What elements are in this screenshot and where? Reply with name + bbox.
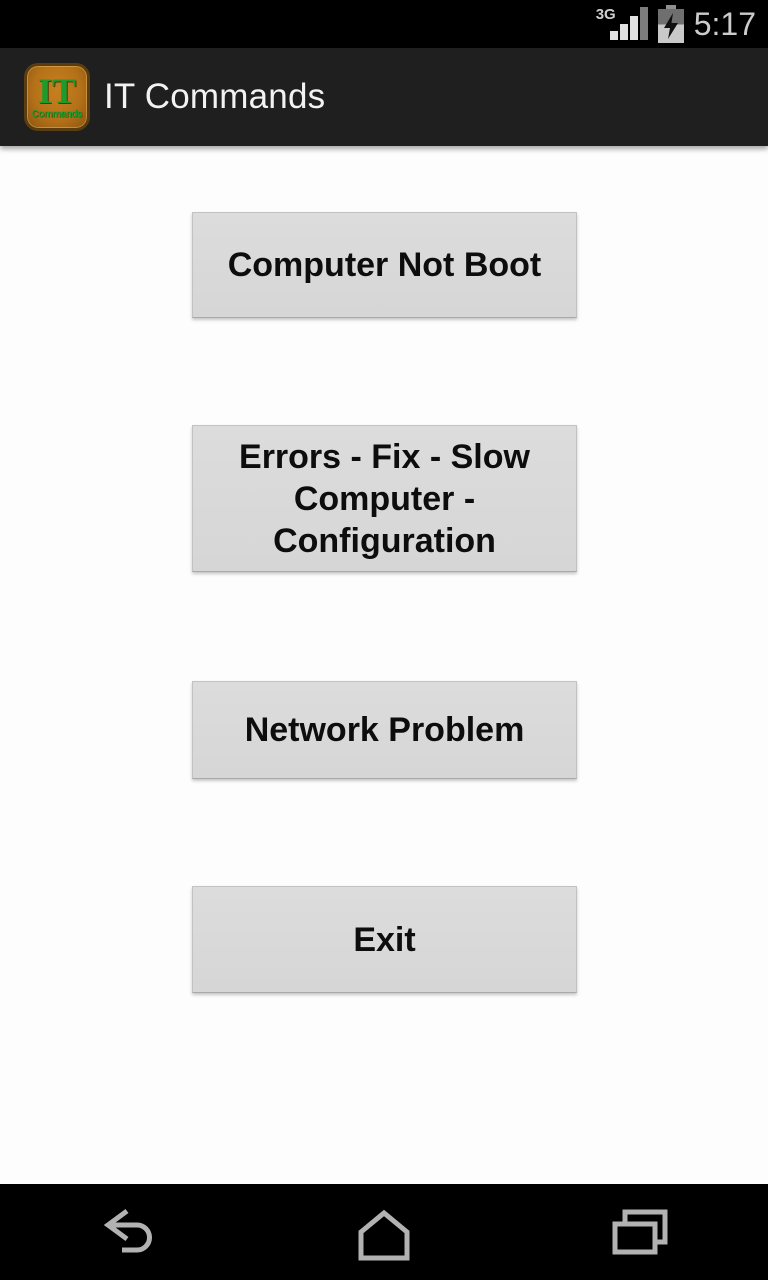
signal-bars-icon	[609, 7, 648, 40]
errors-fix-slow-computer-configuration-button[interactable]: Errors - Fix - Slow Computer - Configura…	[192, 425, 577, 572]
recent-apps-icon	[612, 1209, 668, 1255]
back-button[interactable]	[0, 1184, 256, 1280]
network-type-label: 3G	[595, 6, 616, 23]
signal-strength-icon: 3G	[596, 4, 648, 44]
back-arrow-icon	[103, 1208, 152, 1253]
app-logo-icon: IT Commands	[24, 63, 90, 131]
exit-button[interactable]: Exit	[192, 886, 577, 993]
clock-time: 5:17	[693, 6, 756, 42]
app-logo-text-it: IT	[37, 71, 77, 111]
computer-not-boot-button[interactable]: Computer Not Boot	[192, 212, 577, 318]
home-button[interactable]	[256, 1184, 512, 1280]
action-bar: IT Commands IT Commands	[0, 48, 768, 146]
app-logo-text-commands: Commands	[31, 109, 83, 120]
status-bar: 3G 5:17	[0, 0, 768, 48]
main-content: Computer Not Boot Errors - Fix - Slow Co…	[0, 146, 768, 1184]
recent-apps-button[interactable]	[512, 1184, 768, 1280]
battery-charging-icon	[657, 4, 684, 43]
system-navigation-bar	[0, 1184, 768, 1280]
network-problem-button[interactable]: Network Problem	[192, 681, 577, 779]
page-title: IT Commands	[104, 77, 326, 116]
home-icon	[358, 1209, 410, 1261]
